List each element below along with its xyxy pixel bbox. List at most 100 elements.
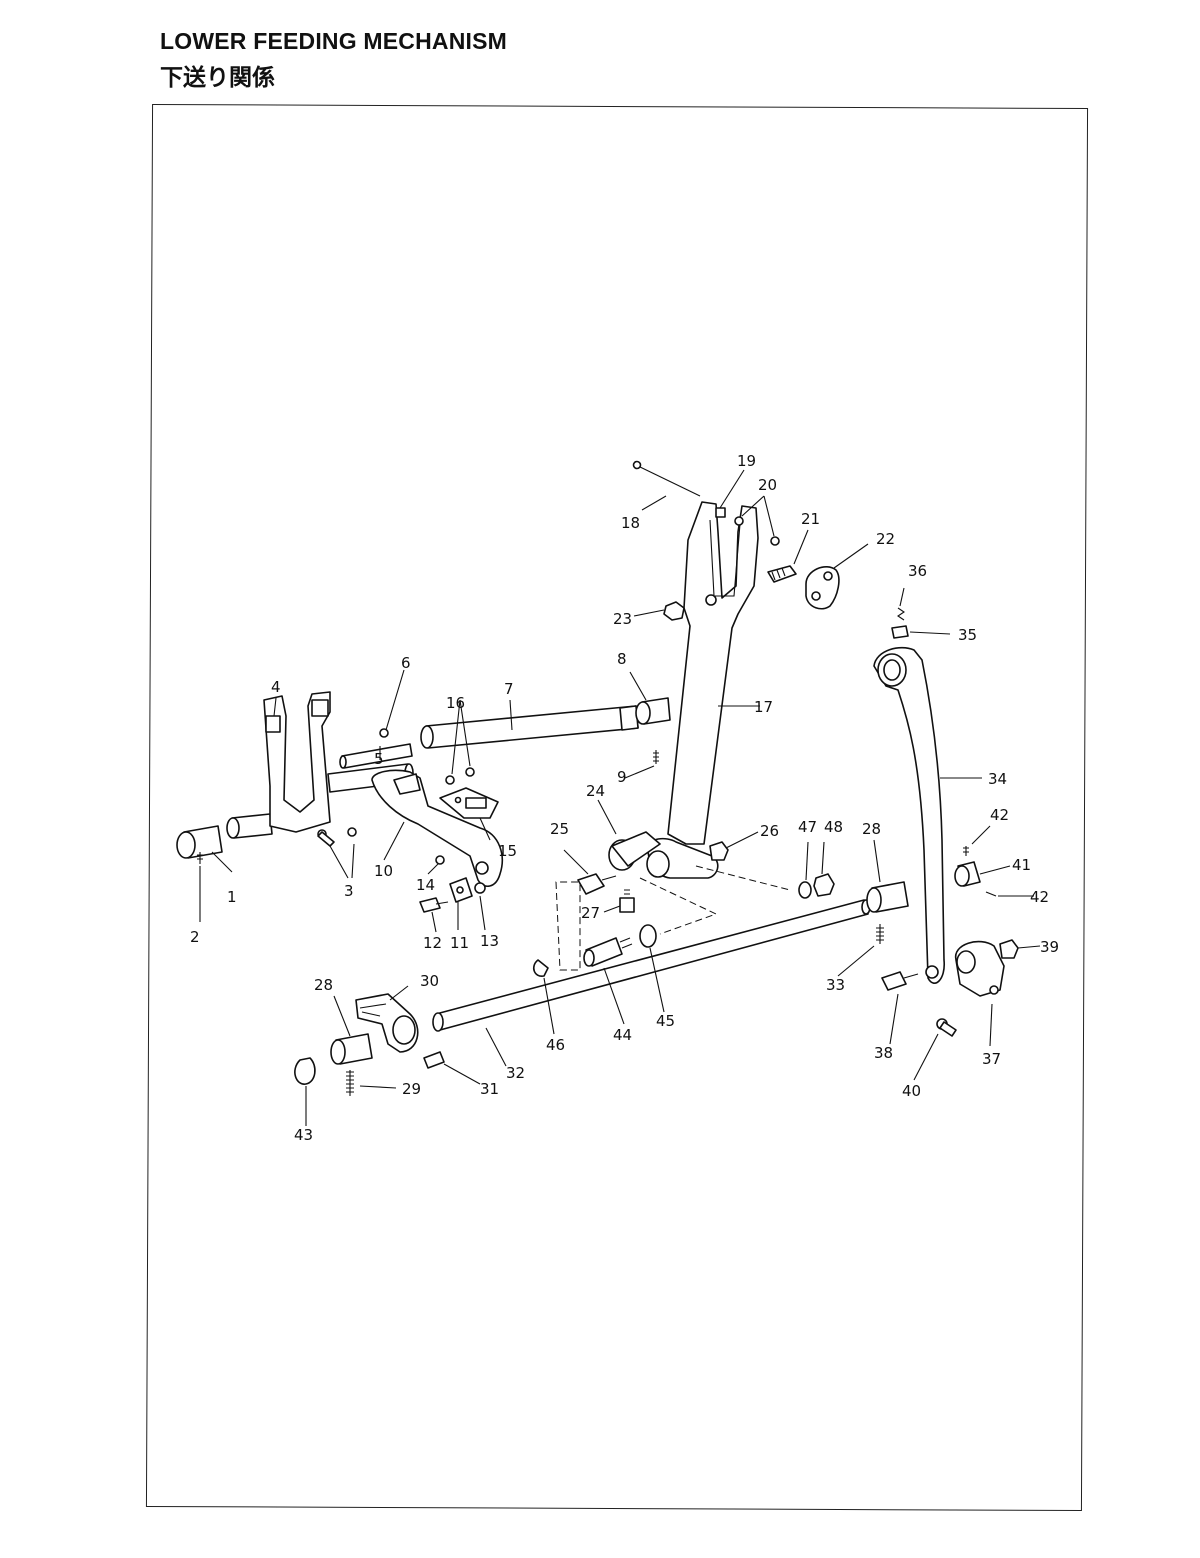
- part-label: 43: [294, 1126, 313, 1144]
- part-label: 30: [420, 972, 439, 990]
- part-label: 28: [862, 820, 881, 838]
- part-label: 3: [344, 882, 354, 900]
- part-label: 44: [613, 1026, 632, 1044]
- part-label: 11: [450, 934, 469, 952]
- nut-part-icon: [715, 507, 726, 518]
- part-label: 10: [374, 862, 393, 880]
- nut-part-icon: [663, 601, 685, 621]
- part-label: 42: [1030, 888, 1049, 906]
- part-label: 48: [824, 818, 843, 836]
- crank-part-icon: [226, 691, 414, 839]
- screw-part-icon: [881, 971, 919, 991]
- screw-part-icon: [577, 873, 617, 895]
- shaft-part-icon: [432, 899, 871, 1032]
- part-label: 6: [401, 654, 411, 672]
- spring-part-icon: [346, 1070, 354, 1096]
- part-label: 14: [416, 876, 435, 894]
- screw-part-icon: [619, 889, 635, 913]
- screw-part-icon: [767, 565, 797, 583]
- part-label: 45: [656, 1012, 675, 1030]
- clip-part-icon: [897, 607, 905, 621]
- part-label: 37: [982, 1050, 1001, 1068]
- block-part-icon: [449, 877, 473, 903]
- part-label: 26: [760, 822, 779, 840]
- part-label: 47: [798, 818, 817, 836]
- screw-part-icon: [419, 897, 449, 913]
- nut-part-icon: [999, 939, 1019, 959]
- part-label: 8: [617, 650, 627, 668]
- screw-part-icon: [936, 1018, 957, 1037]
- part-label: 46: [546, 1036, 565, 1054]
- nut-part-icon: [813, 873, 835, 897]
- part-label: 15: [498, 842, 517, 860]
- collar-part-icon: [954, 861, 981, 887]
- part-label: 39: [1040, 938, 1059, 956]
- parts-drawing: [176, 460, 1019, 1096]
- part-label: 33: [826, 976, 845, 994]
- nut-part-icon: [435, 855, 445, 865]
- part-label: 9: [617, 768, 627, 786]
- ring-part-icon: [532, 959, 549, 977]
- arm-part-icon: [873, 646, 945, 984]
- part-label: 28: [314, 976, 333, 994]
- part-label: 16: [446, 694, 465, 712]
- screw-part-icon: [445, 775, 455, 785]
- part-label: 18: [621, 514, 640, 532]
- stud-part-icon: [583, 937, 633, 967]
- pin-part-icon: [339, 728, 413, 769]
- part-label: 27: [581, 904, 600, 922]
- part-label: 23: [613, 610, 632, 628]
- nut-part-icon: [709, 841, 729, 861]
- part-label: 19: [737, 452, 756, 470]
- part-labels: 1 2 3 4 5 6 7 8 9 10 11 12 13 14 15 16 1…: [190, 452, 1059, 1144]
- part-label: 29: [402, 1080, 421, 1098]
- part-label: 40: [902, 1082, 921, 1100]
- washer-part-icon: [798, 881, 812, 899]
- nut-part-icon: [891, 625, 909, 639]
- plate-part-icon: [439, 787, 499, 819]
- part-label: 24: [586, 782, 605, 800]
- part-label: 2: [190, 928, 200, 946]
- bushing-part-icon: [176, 825, 223, 859]
- part-label: 1: [227, 888, 237, 906]
- screw-part-icon: [465, 767, 475, 777]
- nut-part-icon: [734, 516, 744, 526]
- crank-part-icon: [955, 940, 1005, 997]
- part-label: 21: [801, 510, 820, 528]
- part-label: 12: [423, 934, 442, 952]
- part-label: 34: [988, 770, 1007, 788]
- part-label: 17: [754, 698, 773, 716]
- part-label: 36: [908, 562, 927, 580]
- part-label: 32: [506, 1064, 525, 1082]
- leader-lines: [199, 469, 1041, 1126]
- nut-part-icon: [770, 536, 780, 546]
- part-label: 38: [874, 1044, 893, 1062]
- screw-part-icon: [317, 827, 357, 847]
- part-label: 35: [958, 626, 977, 644]
- link-part-icon: [805, 566, 840, 610]
- shaft-part-icon: [420, 705, 639, 749]
- bushing-part-icon: [330, 1033, 373, 1065]
- part-label: 31: [480, 1080, 499, 1098]
- pin-part-icon: [632, 460, 701, 497]
- crank-part-icon: [355, 993, 419, 1053]
- feed-lever-part-icon: [608, 501, 759, 879]
- title-english: LOWER FEEDING MECHANISM: [160, 28, 508, 54]
- part-label: 42: [990, 806, 1009, 824]
- part-label: 5: [374, 750, 384, 768]
- arm-part-icon: [371, 769, 504, 887]
- part-label: 20: [758, 476, 777, 494]
- part-label: 22: [876, 530, 895, 548]
- bushing-part-icon: [635, 697, 671, 725]
- screw-part-icon: [423, 1051, 445, 1069]
- washer-part-icon: [639, 924, 657, 948]
- title-japanese: 下送り関係: [160, 65, 275, 91]
- part-label: 7: [504, 680, 514, 698]
- part-label: 4: [271, 678, 281, 696]
- bushing-part-icon: [866, 881, 909, 913]
- ring-part-icon: [294, 1057, 316, 1085]
- part-label: 13: [480, 932, 499, 950]
- washer-part-icon: [474, 882, 486, 894]
- part-label: 25: [550, 820, 569, 838]
